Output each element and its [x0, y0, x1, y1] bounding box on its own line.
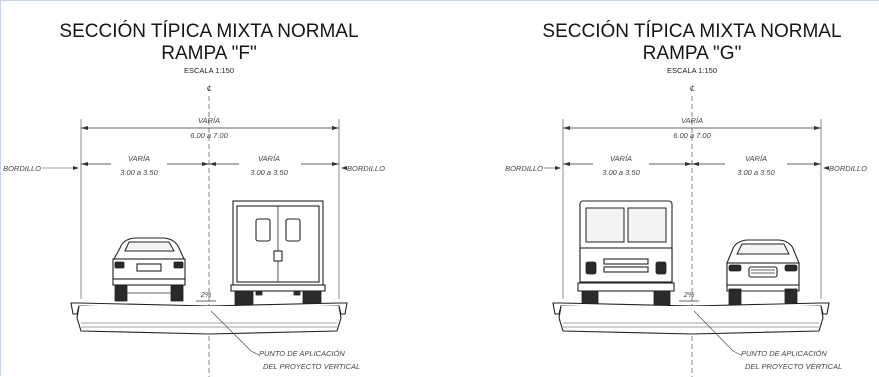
total-dimension-label: VARÍA	[198, 116, 220, 125]
arrowhead	[73, 166, 79, 170]
centerline-symbol: ℄	[207, 84, 212, 93]
arrowhead	[341, 166, 347, 170]
arrowhead	[209, 162, 216, 166]
right-lane-label: VARÍA	[258, 154, 280, 163]
total-dimension-value: 6.00 a 7.00	[190, 131, 228, 140]
section-rampa-f: SECCIÓN TÍPICA MIXTA NORMAL RAMPA "F" ES…	[3, 20, 385, 377]
right-lane-value: 3.00 a 3.50	[250, 168, 288, 177]
note-leader	[693, 310, 742, 356]
arrowhead	[692, 162, 699, 166]
arrowhead	[81, 162, 88, 166]
note-leader	[210, 310, 260, 356]
note-line-2: DEL PROYECTO VERTICAL	[263, 362, 360, 371]
arrowhead	[814, 162, 821, 166]
curb-label-left: BORDILLO	[505, 164, 543, 173]
slope-symbol: 2%	[683, 290, 695, 299]
arrowhead	[685, 162, 692, 166]
car-rear-icon	[112, 237, 186, 302]
section-subtitle: RAMPA "F"	[161, 43, 256, 64]
right-lane-value: 3.00 a 3.50	[737, 168, 775, 177]
section-title: SECCIÓN TÍPICA MIXTA NORMAL	[59, 20, 358, 42]
arrowhead	[563, 162, 570, 166]
left-lane-label: VARÍA	[610, 154, 632, 163]
truck-rear-icon	[230, 200, 326, 308]
left-lane-label: VARÍA	[128, 154, 150, 163]
arrowhead	[332, 162, 339, 166]
arrowhead	[823, 166, 829, 170]
arrowhead	[332, 126, 339, 130]
arrowhead	[563, 126, 570, 130]
right-lane-label: VARÍA	[745, 154, 767, 163]
curb-label-right: BORDILLO	[347, 164, 385, 173]
curb-label-left: BORDILLO	[3, 164, 41, 173]
left-lane-value: 3.00 a 3.50	[602, 168, 640, 177]
arrowhead	[814, 126, 821, 130]
slope-symbol: 2%	[200, 290, 212, 299]
section-title: SECCIÓN TÍPICA MIXTA NORMAL	[542, 20, 841, 42]
section-subtitle: RAMPA "G"	[643, 43, 742, 64]
total-dimension-value: 6.00 a 7.00	[673, 131, 711, 140]
scale-label: ESCALA 1:150	[184, 66, 234, 75]
note-line-2: DEL PROYECTO VERTICAL	[745, 362, 842, 371]
suv-front-icon	[726, 239, 800, 306]
scale-label: ESCALA 1:150	[667, 66, 717, 75]
arrowhead	[81, 126, 88, 130]
pavement-section	[552, 302, 830, 335]
arrowhead	[555, 166, 561, 170]
section-rampa-g: SECCIÓN TÍPICA MIXTA NORMAL RAMPA "G" ES…	[505, 20, 867, 377]
pavement-section	[70, 302, 348, 335]
arrowhead	[202, 162, 209, 166]
centerline-symbol: ℄	[690, 84, 695, 93]
total-dimension-label: VARÍA	[681, 116, 703, 125]
note-line-1: PUNTO DE APLICACIÓN	[741, 349, 827, 358]
truck-front-icon	[577, 200, 675, 308]
left-lane-value: 3.00 a 3.50	[120, 168, 158, 177]
curb-label-right: BORDILLO	[829, 164, 867, 173]
note-line-1: PUNTO DE APLICACIÓN	[259, 349, 345, 358]
